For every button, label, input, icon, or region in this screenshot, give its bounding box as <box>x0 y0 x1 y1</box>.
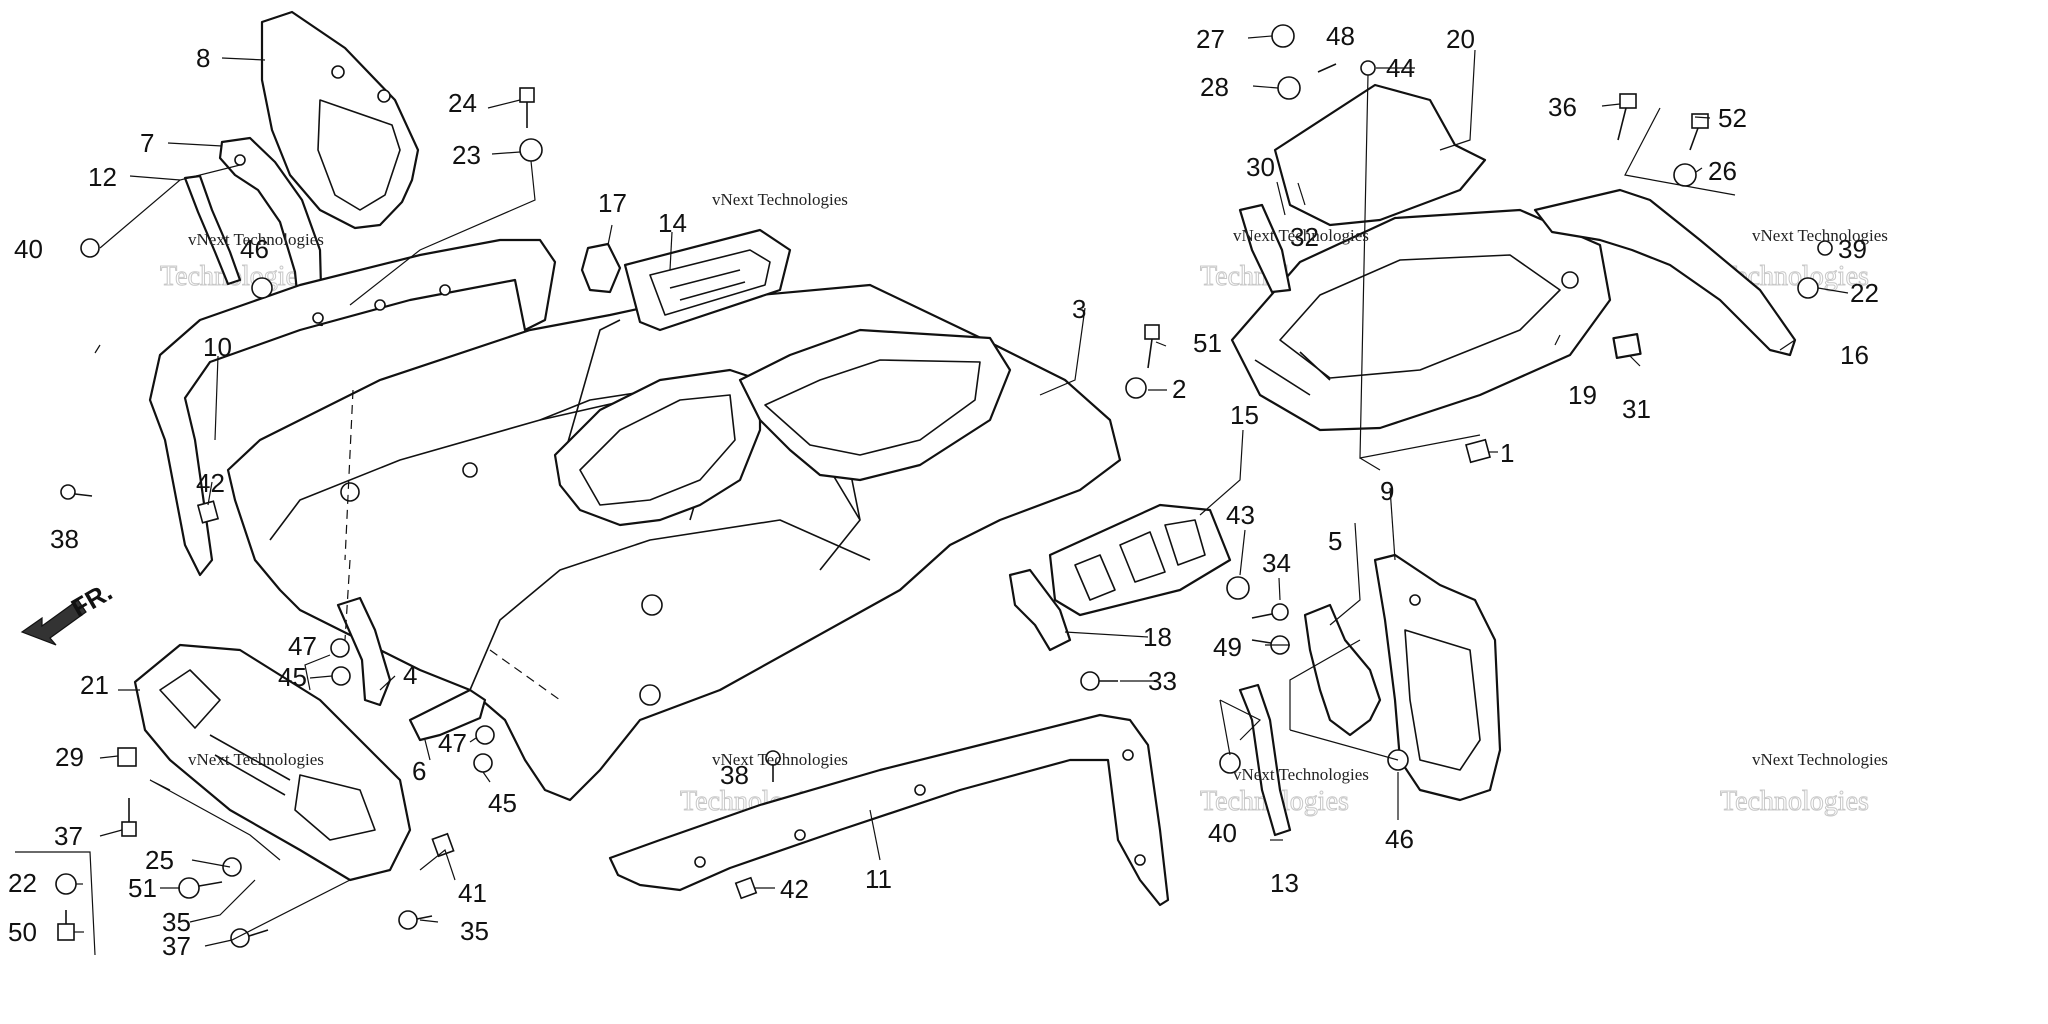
watermark-text-8: vNext Technologies <box>1752 750 1888 769</box>
callout-31: 31 <box>1622 394 1651 424</box>
part-11-right-guard <box>608 713 1170 907</box>
callout-46-left: 46 <box>240 234 269 264</box>
callout-41: 41 <box>458 878 487 908</box>
callout-21: 21 <box>80 670 109 700</box>
callout-1: 1 <box>1500 438 1514 468</box>
callout-33: 33 <box>1148 666 1177 696</box>
callout-36: 36 <box>1548 92 1577 122</box>
part-31-label <box>1612 332 1642 360</box>
part-18-bracket <box>1008 568 1072 652</box>
callout-30: 30 <box>1246 152 1275 182</box>
part-30-bracket <box>1238 203 1292 294</box>
watermark-text-1: vNext Technologies <box>188 230 324 249</box>
callout-43: 43 <box>1226 500 1255 530</box>
callout-20: 20 <box>1446 24 1475 54</box>
callout-2: 2 <box>1172 374 1186 404</box>
callout-28: 28 <box>1200 72 1229 102</box>
callout-24: 24 <box>448 88 477 118</box>
part-12-stay <box>183 174 242 286</box>
callout-5: 5 <box>1328 526 1342 556</box>
callout-26: 26 <box>1708 156 1737 186</box>
callout-52: 52 <box>1718 103 1747 133</box>
callout-48: 48 <box>1326 21 1355 51</box>
part-19-rear-box <box>1230 208 1612 432</box>
part-8-mudflap-upper-left <box>260 10 420 230</box>
callout-35-right: 35 <box>460 916 489 946</box>
part-21-front-grille <box>133 643 412 882</box>
part-4-stay <box>336 596 392 707</box>
callout-44: 44 <box>1386 53 1415 83</box>
part-14-console-lid <box>623 228 792 332</box>
callout-27: 27 <box>1196 24 1225 54</box>
watermark-text-layer: vNext Technologies vNext Technologies vN… <box>188 190 1888 784</box>
callout-51-left: 51 <box>128 873 157 903</box>
part-15-switch-plate <box>1048 503 1232 617</box>
callout-37-upper: 37 <box>54 821 83 851</box>
callout-38-center: 38 <box>720 760 749 790</box>
watermark-text-7: vNext Technologies <box>1233 765 1369 784</box>
callout-42-lower: 42 <box>780 874 809 904</box>
part-20-rear-panel <box>1273 83 1487 227</box>
callout-13: 13 <box>1270 868 1299 898</box>
watermark-text-5: vNext Technologies <box>188 750 324 769</box>
callout-7: 7 <box>140 128 154 158</box>
callout-50: 50 <box>8 917 37 947</box>
callout-45-left: 45 <box>278 662 307 692</box>
callout-10: 10 <box>203 332 232 362</box>
callout-51-right: 51 <box>1193 328 1222 358</box>
callout-42-left: 42 <box>196 468 225 498</box>
callout-9: 9 <box>1380 476 1394 506</box>
callout-45-center: 45 <box>488 788 517 818</box>
leader-lines <box>15 35 1849 956</box>
part-6-stay <box>408 688 487 742</box>
callout-46-right: 46 <box>1385 824 1414 854</box>
callout-14: 14 <box>658 208 687 238</box>
part-3-front-fender-body <box>226 283 1122 802</box>
callout-40-left: 40 <box>14 234 43 264</box>
callout-39: 39 <box>1838 234 1867 264</box>
callout-numbers: 8 7 12 40 46 24 23 17 14 10 42 38 3 51 2… <box>8 21 1879 961</box>
hardware-layer <box>55 24 1833 948</box>
callout-35-left: 35 <box>162 907 191 937</box>
watermark-text-6: vNext Technologies <box>712 750 848 769</box>
callout-4: 4 <box>403 660 417 690</box>
callout-47-center: 47 <box>438 728 467 758</box>
watermark-big-e: Technologies <box>1720 786 1869 817</box>
callout-18: 18 <box>1143 622 1172 652</box>
part-13-stay <box>1238 683 1292 837</box>
callout-40-right: 40 <box>1208 818 1237 848</box>
watermark-text-2: vNext Technologies <box>712 190 848 209</box>
callout-8: 8 <box>196 43 210 73</box>
callout-29: 29 <box>55 742 84 772</box>
callout-15: 15 <box>1230 400 1259 430</box>
part-17-clip <box>580 242 622 294</box>
callout-49: 49 <box>1213 632 1242 662</box>
part-5-bracket <box>1303 603 1382 737</box>
callout-17: 17 <box>598 188 627 218</box>
callout-11: 11 <box>865 864 892 894</box>
part-9-mudflap-rear <box>1373 553 1502 802</box>
callout-38-left: 38 <box>50 524 79 554</box>
callout-25: 25 <box>145 845 174 875</box>
front-direction-arrow: FR. <box>20 576 117 646</box>
callout-6: 6 <box>412 756 426 786</box>
part-16-rear-rail <box>1533 188 1797 357</box>
callout-37-lower: 37 <box>162 931 191 961</box>
callout-23: 23 <box>452 140 481 170</box>
callout-3: 3 <box>1072 294 1086 324</box>
watermark-text-4: vNext Technologies <box>1752 226 1888 245</box>
callout-34: 34 <box>1262 548 1291 578</box>
callout-16: 16 <box>1840 340 1869 370</box>
callout-47-left: 47 <box>288 631 317 661</box>
callout-22-right: 22 <box>1850 278 1879 308</box>
callout-12: 12 <box>88 162 117 192</box>
watermark-text-3: vNext Technologies <box>1233 226 1369 245</box>
callout-22-left: 22 <box>8 868 37 898</box>
callout-19: 19 <box>1568 380 1597 410</box>
callout-32: 32 <box>1290 222 1319 252</box>
